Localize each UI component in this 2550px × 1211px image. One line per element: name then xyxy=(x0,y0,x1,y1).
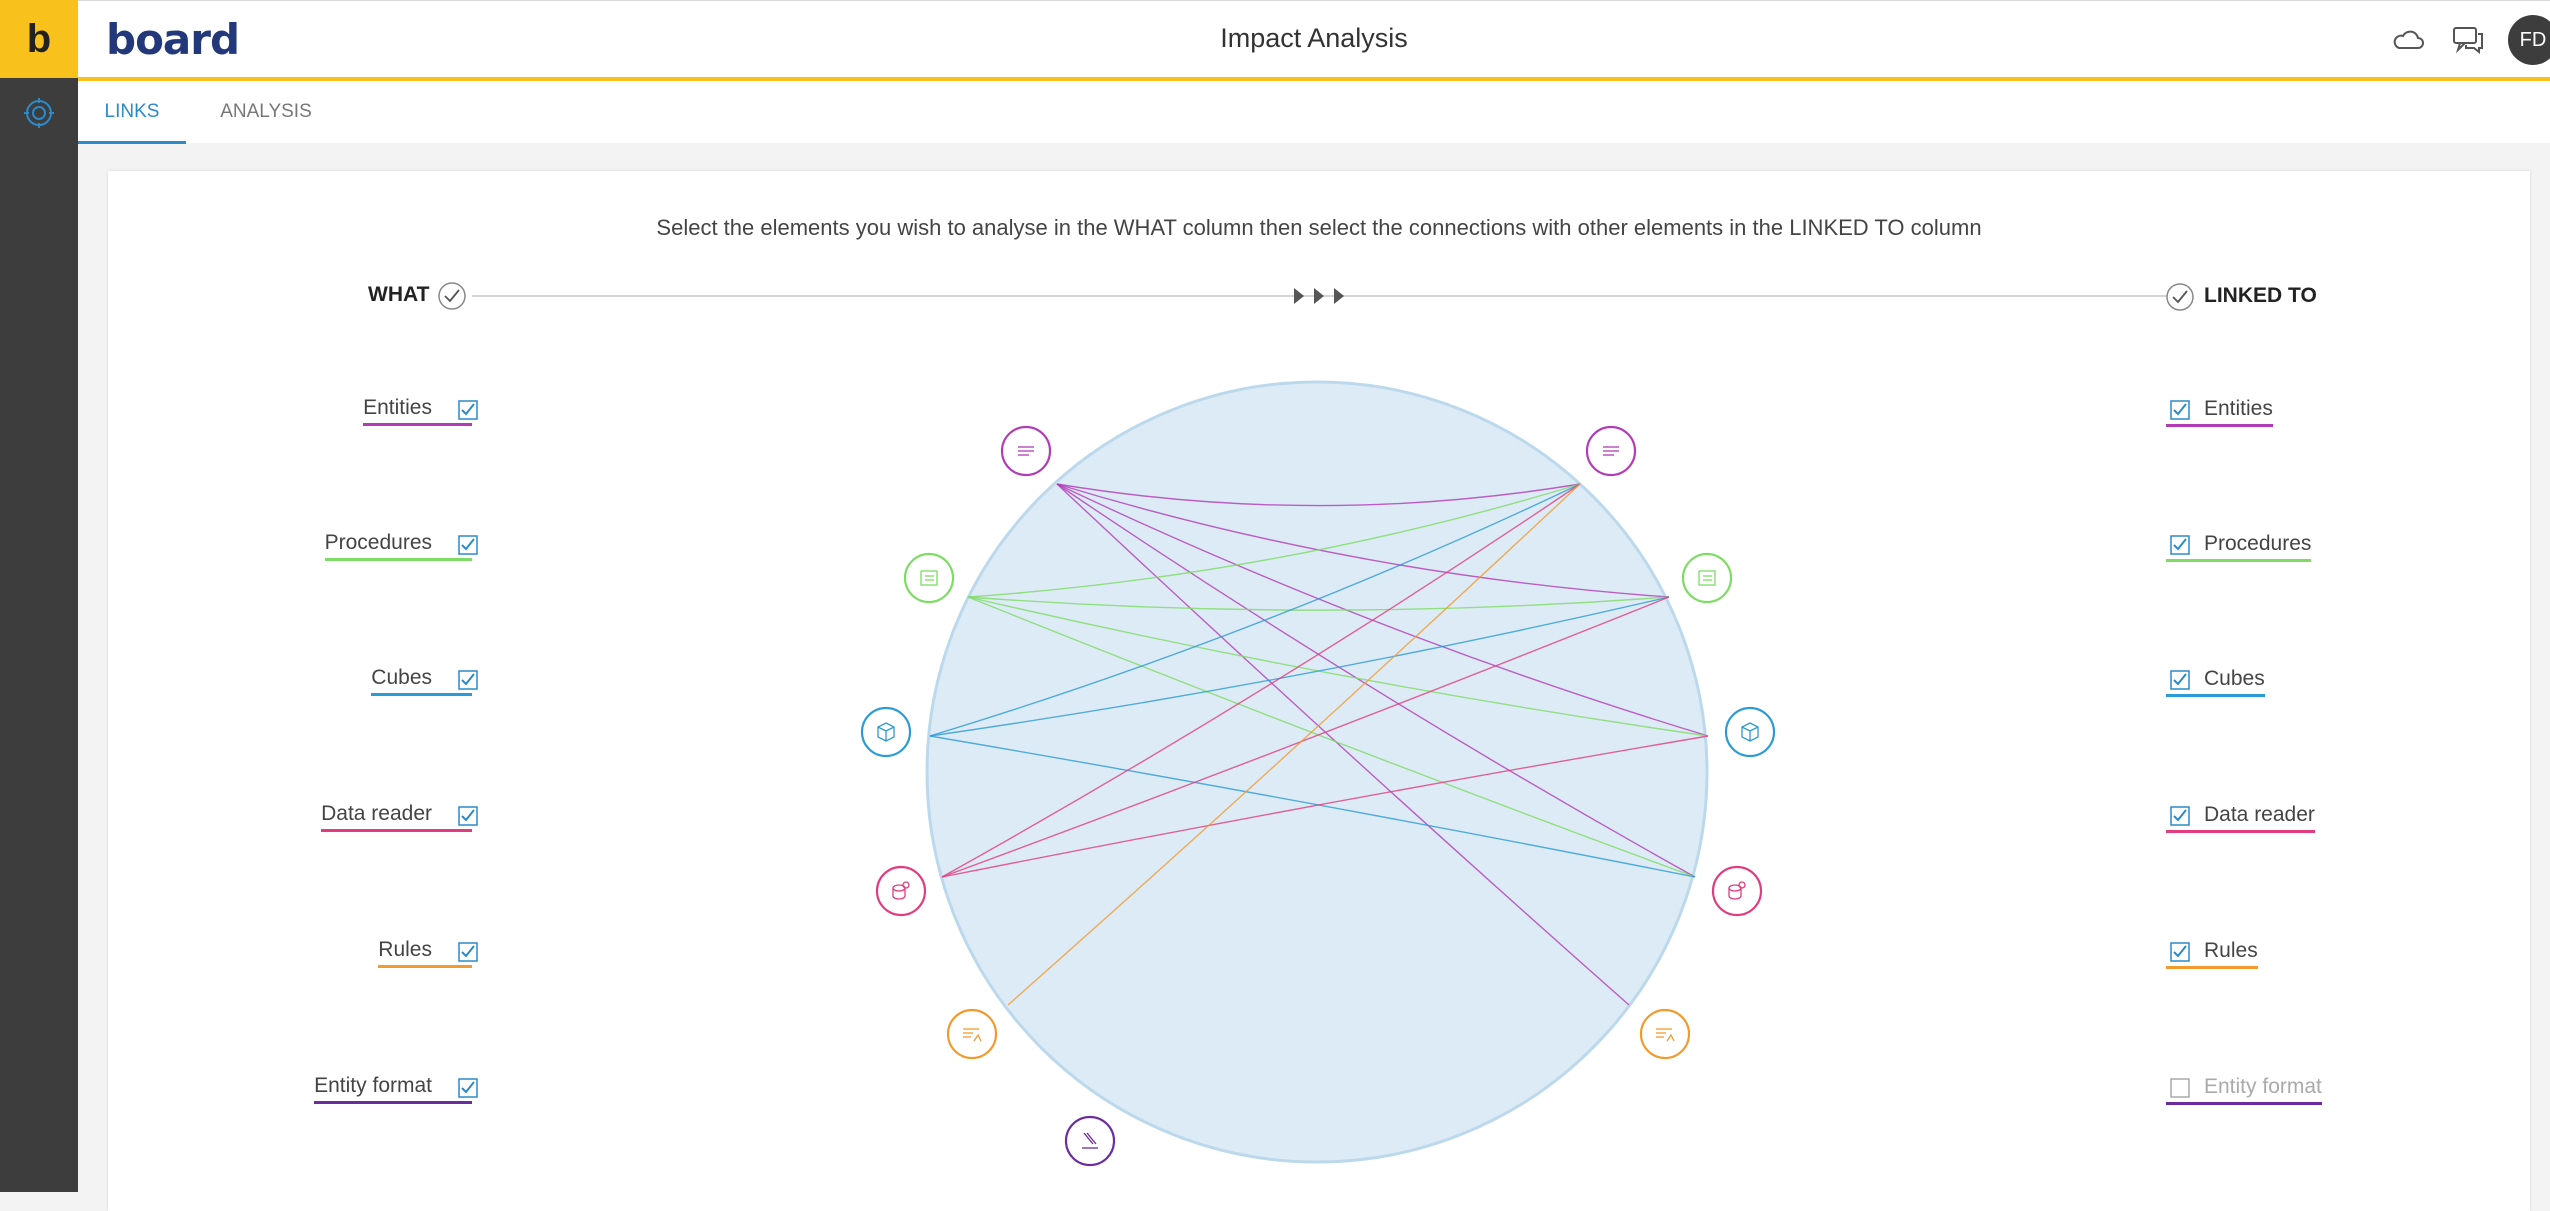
nodes-layer xyxy=(860,425,1776,1167)
linked-checkbox-rules[interactable] xyxy=(2170,942,2190,962)
link-entities-to-procedures[interactable] xyxy=(1056,483,1670,598)
linked-node-rules-icon[interactable] xyxy=(1639,1008,1691,1060)
what-item-entity-format: Entity format xyxy=(314,1074,472,1104)
link-circle xyxy=(925,380,1709,1164)
link-procedures-to-cubes[interactable] xyxy=(967,596,1709,737)
top-bar: board Impact Analysis FD xyxy=(78,0,2550,82)
user-avatar[interactable]: FD xyxy=(2508,15,2550,65)
link-rules-to-entities[interactable] xyxy=(1007,483,1581,1006)
linked-item-entities: Entities xyxy=(2166,397,2273,427)
linked-checkbox-entity-format[interactable] xyxy=(2170,1078,2190,1098)
linked-checkbox-procedures[interactable] xyxy=(2170,535,2190,555)
linked-item-procedures: Procedures xyxy=(2166,532,2312,562)
linked-to-header: LINKED TO xyxy=(2204,284,2317,307)
link-data-reader-to-entities[interactable] xyxy=(941,483,1581,878)
linked-check-all[interactable] xyxy=(2166,283,2194,311)
what-checkbox-entity-format[interactable] xyxy=(458,1078,478,1098)
what-checkbox-data-reader[interactable] xyxy=(458,806,478,826)
linked-checkbox-data-reader[interactable] xyxy=(2170,806,2190,826)
top-icons: FD xyxy=(2388,15,2550,65)
linked-node-data-reader-icon[interactable] xyxy=(1711,865,1763,917)
what-checkbox-cubes[interactable] xyxy=(458,670,478,690)
board-logo[interactable]: b xyxy=(0,0,78,78)
link-procedures-to-entities[interactable] xyxy=(967,483,1581,598)
link-entities-to-data-reader[interactable] xyxy=(1056,483,1696,878)
what-node-data-reader-icon[interactable] xyxy=(875,865,927,917)
what-header: WHAT xyxy=(368,283,430,306)
what-node-procedures-icon[interactable] xyxy=(903,552,955,604)
what-checkbox-rules[interactable] xyxy=(458,942,478,962)
what-node-cubes-icon[interactable] xyxy=(860,706,912,758)
link-cubes-to-procedures[interactable] xyxy=(929,596,1670,737)
what-item-procedures: Procedures xyxy=(324,531,472,561)
what-node-entities-icon[interactable] xyxy=(1000,425,1052,477)
brand-wordmark: board xyxy=(106,15,240,64)
link-data-reader-to-procedures[interactable] xyxy=(941,596,1670,878)
what-item-entities: Entities xyxy=(363,396,472,426)
what-checkbox-entities[interactable] xyxy=(458,400,478,420)
links-layer xyxy=(929,483,1709,1006)
what-check-all[interactable] xyxy=(438,282,466,310)
link-entities-to-rules[interactable] xyxy=(1056,483,1630,1006)
what-checkbox-procedures[interactable] xyxy=(458,535,478,555)
link-entities-to-cubes[interactable] xyxy=(1056,483,1709,737)
link-procedures-to-procedures[interactable] xyxy=(967,596,1670,611)
impact-analysis-icon[interactable] xyxy=(22,96,56,130)
what-node-entity-format-icon[interactable] xyxy=(1064,1115,1116,1167)
page-title: Impact Analysis xyxy=(1220,23,1408,53)
flow-arrows-icon xyxy=(1294,288,1344,304)
tab-bar: LINKS ANALYSIS xyxy=(78,81,2550,144)
link-graph xyxy=(438,282,2194,1167)
instruction-text: Select the elements you wish to analyse … xyxy=(656,215,1982,240)
tab-links[interactable]: LINKS xyxy=(78,81,186,144)
linked-checkbox-entities[interactable] xyxy=(2170,400,2190,420)
linked-checkbox-cubes[interactable] xyxy=(2170,670,2190,690)
linked-node-entities-icon[interactable] xyxy=(1585,425,1637,477)
linked-node-cubes-icon[interactable] xyxy=(1724,706,1776,758)
link-procedures-to-data-reader[interactable] xyxy=(967,596,1696,878)
brand-text: board xyxy=(106,15,240,64)
tab-analysis[interactable]: ANALYSIS xyxy=(220,101,312,122)
links-panel: Select the elements you wish to analyse … xyxy=(108,171,2530,1211)
linked-item-rules: Rules xyxy=(2166,939,2258,969)
link-cubes-to-entities[interactable] xyxy=(929,483,1581,737)
chat-icon[interactable] xyxy=(2448,20,2488,60)
linked-item-entity-format: Entity format xyxy=(2166,1075,2322,1105)
linked-item-cubes: Cubes xyxy=(2166,667,2265,697)
linked-item-data-reader: Data reader xyxy=(2166,803,2315,833)
app-sidebar: b xyxy=(0,0,78,1192)
what-item-data-reader: Data reader xyxy=(321,802,472,832)
linked-node-procedures-icon[interactable] xyxy=(1681,552,1733,604)
what-item-cubes: Cubes xyxy=(371,666,472,696)
cloud-icon[interactable] xyxy=(2388,20,2428,60)
link-entities-to-entities[interactable] xyxy=(1056,483,1581,507)
what-item-rules: Rules xyxy=(378,938,472,968)
what-node-rules-icon[interactable] xyxy=(946,1008,998,1060)
link-data-reader-to-cubes[interactable] xyxy=(941,735,1709,878)
link-cubes-to-data-reader[interactable] xyxy=(929,735,1696,878)
